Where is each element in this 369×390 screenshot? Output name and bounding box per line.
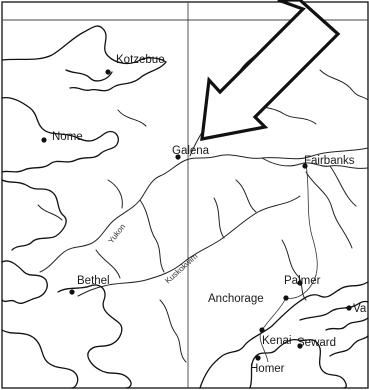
city-label-valdez: Va [353, 303, 367, 315]
city-label-seward: Seward [297, 337, 336, 349]
city-label-fairbanks: Fairbanks [304, 155, 355, 167]
city-label-kenai: Kenai [262, 335, 291, 347]
city-dot-anchorage [283, 295, 289, 301]
rivers [37, 47, 369, 363]
city-dot-galena [175, 154, 181, 160]
roads [259, 163, 318, 363]
coastlines [1, 25, 369, 389]
city-dot-bethel [69, 289, 75, 295]
city-dot-valdez [346, 305, 352, 311]
city-dot-homer [255, 355, 261, 361]
river-yukon [39, 147, 369, 273]
river-label-yukon: Yukon [106, 222, 127, 245]
city-label-anchorage: Anchorage [208, 293, 264, 305]
city-dot-fairbanks [302, 163, 308, 169]
river-label-kuskokwim: Kuskokwim [163, 252, 199, 286]
city-label-nome: Nome [52, 131, 83, 143]
city-labels: Kotzebue Nome Galena Fairbanks Bethel Pa… [52, 54, 367, 375]
city-dot-kenai [259, 327, 265, 333]
city-label-homer: Homer [250, 363, 285, 375]
city-dot-nome [41, 137, 47, 143]
city-dot-palmer [297, 280, 303, 286]
city-label-bethel: Bethel [77, 275, 110, 287]
city-label-galena: Galena [172, 145, 210, 157]
city-markers [41, 69, 352, 361]
arrow-icon [200, 0, 341, 141]
city-label-kotzebue: Kotzebue [116, 54, 165, 66]
city-dot-seward [297, 343, 303, 349]
city-dot-kotzebue [105, 69, 111, 75]
river-kuskokwim [77, 195, 301, 297]
city-label-palmer: Palmer [284, 275, 321, 287]
